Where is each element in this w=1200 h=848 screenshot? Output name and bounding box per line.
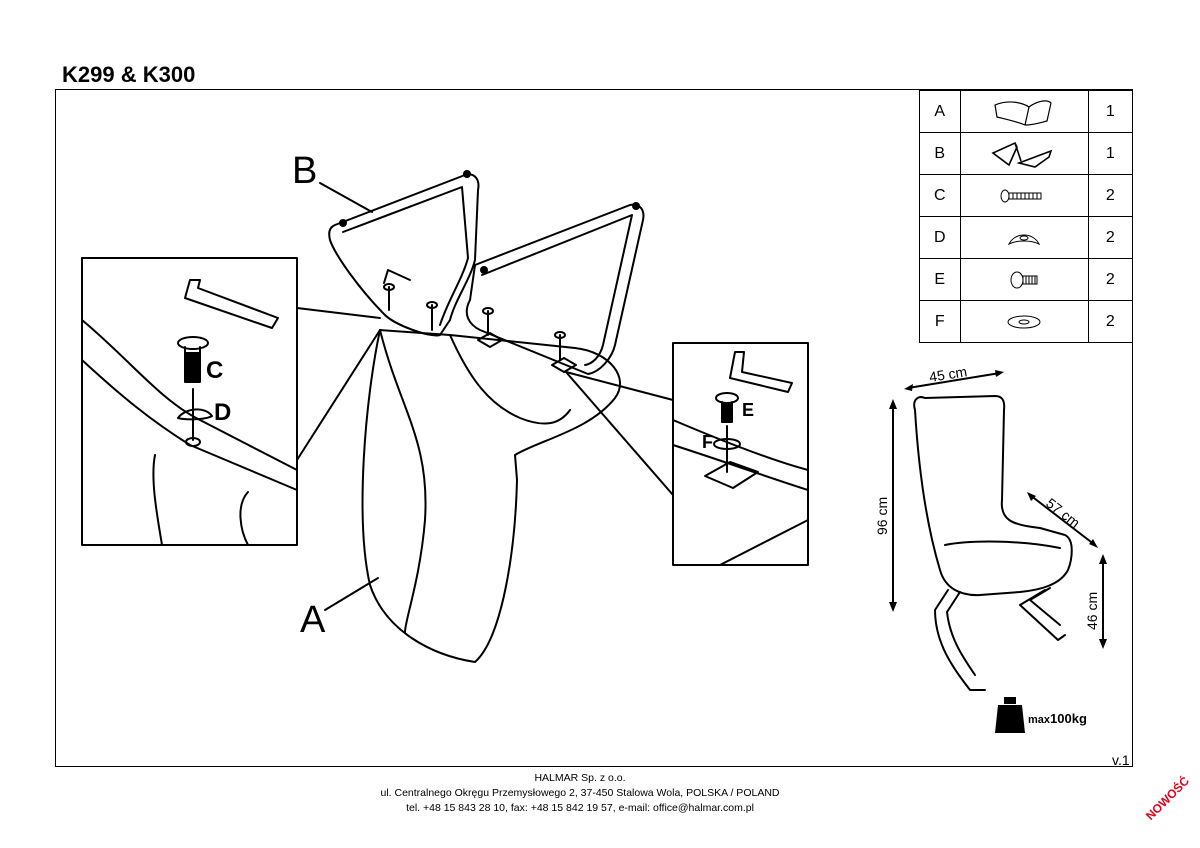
weight-label: max100kg (1028, 711, 1087, 726)
parts-row: E 2 (919, 258, 1134, 301)
part-qty: 2 (1087, 300, 1134, 343)
weight-prefix: max (1028, 714, 1051, 726)
footer: HALMAR Sp. z o.o. ul. Centralnego Okręgu… (0, 771, 1160, 816)
label-d: D (214, 399, 231, 426)
label-f: F (702, 432, 713, 452)
parts-row: C 2 (919, 174, 1134, 217)
label-a: A (300, 599, 326, 641)
part-letter: C (919, 174, 961, 217)
part-letter: E (919, 258, 961, 301)
part-qty: 1 (1087, 90, 1134, 133)
curved-washer-icon (1007, 234, 1041, 245)
instruction-frame (55, 89, 1133, 767)
parts-row: F 2 (919, 300, 1134, 343)
long-screw-icon (1000, 189, 1042, 202)
part-qty: 2 (1087, 216, 1134, 259)
part-qty: 2 (1087, 258, 1134, 301)
frame-b-right (465, 203, 645, 375)
width-dimension-line (907, 372, 1001, 389)
flat-washer-icon (1007, 315, 1041, 328)
parts-row: A 1 (919, 90, 1134, 133)
part-letter: F (919, 300, 961, 343)
depth-dimension-line (1029, 494, 1096, 546)
depth-label: 57 cm (1043, 495, 1083, 531)
label-b: B (292, 150, 317, 192)
part-qty: 2 (1087, 174, 1134, 217)
weight-value: 100kg (1050, 711, 1087, 726)
parts-row: D 2 (919, 216, 1134, 259)
parts-table: A 1 B 1 C 2 D 2 E 2 F 2 (919, 90, 1134, 343)
footer-address: ul. Centralnego Okręgu Przemysłowego 2, … (380, 787, 780, 799)
version-label: v.1 (1112, 752, 1130, 768)
label-c: C (206, 357, 223, 384)
detail-left-box (81, 257, 298, 546)
footer-company: HALMAR Sp. z o.o. (534, 772, 626, 784)
part-qty: 1 (1087, 132, 1134, 175)
short-screw-icon (1010, 271, 1038, 288)
footer-contact: tel. +48 15 843 28 10, fax: +48 15 842 1… (406, 802, 754, 814)
part-letter: D (919, 216, 961, 259)
seat-shell-icon (994, 99, 1052, 126)
chair-dimension-outline (913, 395, 1073, 597)
part-letter: B (919, 132, 961, 175)
frame-b-left (328, 173, 480, 337)
label-e: E (742, 400, 754, 420)
seat-shell-outline (361, 329, 621, 663)
width-label: 45 cm (928, 363, 968, 385)
part-letter: A (919, 90, 961, 133)
detail-right-box (672, 342, 809, 566)
parts-row: B 1 (919, 132, 1134, 175)
frame-icon (991, 141, 1053, 168)
document-title: K299 & K300 (62, 62, 196, 87)
height-label: 96 cm (874, 497, 890, 535)
seat-height-label: 46 cm (1084, 592, 1100, 630)
